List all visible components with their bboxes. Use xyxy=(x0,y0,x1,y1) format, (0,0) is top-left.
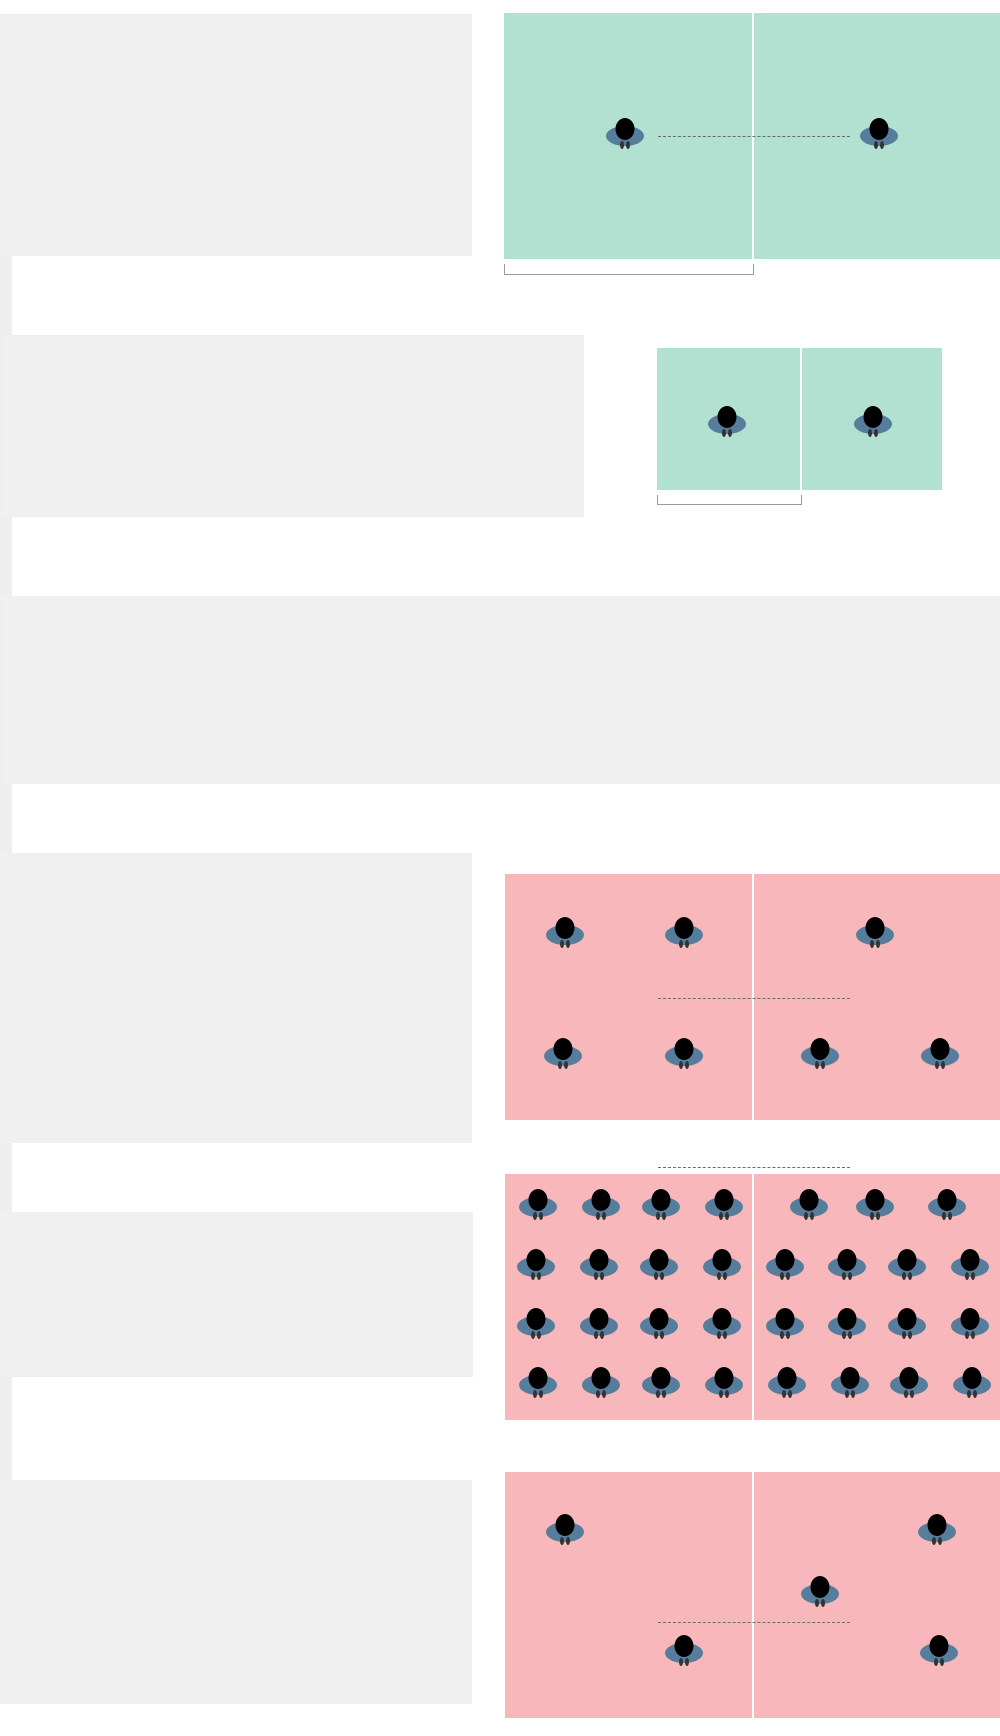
person-icon xyxy=(639,1247,679,1283)
person-icon xyxy=(543,1036,583,1072)
person-icon xyxy=(855,1187,895,1223)
person-icon xyxy=(919,1633,959,1669)
person-icon xyxy=(518,1187,558,1223)
person-icon xyxy=(664,915,704,951)
person-icon xyxy=(827,1247,867,1283)
person-icon xyxy=(765,1247,805,1283)
person-icon xyxy=(605,116,645,152)
room-left xyxy=(505,1472,752,1718)
person-icon xyxy=(581,1187,621,1223)
person-icon xyxy=(702,1247,742,1283)
person-icon xyxy=(579,1306,619,1342)
person-icon xyxy=(789,1187,829,1223)
person-icon xyxy=(641,1187,681,1223)
person-icon xyxy=(545,1512,585,1548)
person-icon xyxy=(855,915,895,951)
person-icon xyxy=(707,404,747,440)
person-icon xyxy=(639,1306,679,1342)
person-icon xyxy=(579,1247,619,1283)
person-icon xyxy=(927,1187,967,1223)
person-icon xyxy=(952,1365,992,1401)
text-placeholder-5 xyxy=(0,1212,473,1377)
person-icon xyxy=(545,915,585,951)
person-icon xyxy=(950,1247,990,1283)
distance-line xyxy=(658,998,850,999)
person-icon xyxy=(889,1365,929,1401)
text-placeholder-2 xyxy=(2,335,584,517)
person-icon xyxy=(664,1036,704,1072)
person-icon xyxy=(917,1512,957,1548)
person-icon xyxy=(920,1036,960,1072)
width-bracket xyxy=(657,495,802,505)
text-placeholder-3 xyxy=(2,596,1000,784)
person-icon xyxy=(641,1365,681,1401)
person-icon xyxy=(767,1365,807,1401)
room-right xyxy=(754,1472,1000,1718)
distance-line xyxy=(658,136,850,137)
person-icon xyxy=(887,1247,927,1283)
person-icon xyxy=(581,1365,621,1401)
person-icon xyxy=(830,1365,870,1401)
person-icon xyxy=(704,1365,744,1401)
person-icon xyxy=(702,1306,742,1342)
person-icon xyxy=(765,1306,805,1342)
person-icon xyxy=(800,1574,840,1610)
person-icon xyxy=(950,1306,990,1342)
text-placeholder-1 xyxy=(0,14,472,256)
person-icon xyxy=(516,1247,556,1283)
person-icon xyxy=(516,1306,556,1342)
person-icon xyxy=(800,1036,840,1072)
text-placeholder-6 xyxy=(0,1480,472,1704)
distance-line-gap xyxy=(658,1167,850,1168)
person-icon xyxy=(887,1306,927,1342)
person-icon xyxy=(859,116,899,152)
person-icon xyxy=(518,1365,558,1401)
person-icon xyxy=(853,404,893,440)
room-left xyxy=(505,874,752,1120)
text-placeholder-4 xyxy=(0,853,472,1143)
room-right xyxy=(754,874,1000,1120)
distance-line xyxy=(658,1622,850,1623)
person-icon xyxy=(704,1187,744,1223)
person-icon xyxy=(664,1633,704,1669)
width-bracket xyxy=(504,264,754,275)
person-icon xyxy=(827,1306,867,1342)
